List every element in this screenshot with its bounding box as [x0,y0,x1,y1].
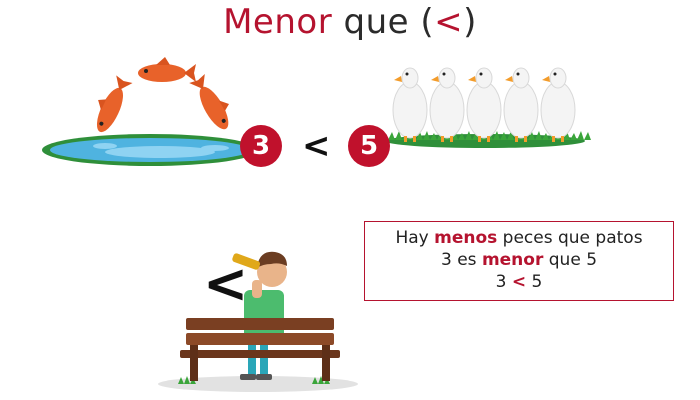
bench [180,318,340,381]
line3-symbol: < [511,272,527,292]
boy-with-telescope [232,251,287,380]
line2-post: que 5 [548,250,598,270]
title-menor: Menor [223,2,333,42]
page-title: Menor que (<) [0,2,700,42]
number-badge-left: 3 [240,125,282,167]
duck-icon [540,67,576,142]
fish-icon [138,57,196,82]
fish-icon [189,74,229,130]
telescope-less-than-symbol: < [203,252,249,315]
pond [42,134,258,166]
comparison-symbol: < [302,126,331,166]
explanation-line-3: 3 < 5 [365,271,673,293]
title-symbol: < [434,2,464,42]
explanation-line-2: 3 es menor que 5 [365,249,673,271]
line1-pre: Hay [395,228,429,248]
fish-icon [96,75,133,133]
line3-left: 3 [495,272,507,292]
title-paren-close: ) [463,2,477,42]
ground-shadow [158,376,358,392]
line1-post: peces que patos [502,228,643,248]
line1-highlight: menos [434,228,498,248]
line2-highlight: menor [481,250,544,270]
duck-icon [466,67,502,142]
explanation-box: Hay menos peces que patos 3 es menor que… [364,221,674,301]
title-que: que [343,2,410,42]
line2-pre: 3 es [440,250,477,270]
duck-icon [429,67,465,142]
title-paren-open: ( [420,2,435,42]
explanation-line-1: Hay menos peces que patos [365,227,673,249]
number-badge-right: 5 [348,125,390,167]
duck-icon [392,67,428,142]
duck-icon [503,67,539,142]
line3-right: 5 [531,272,543,292]
